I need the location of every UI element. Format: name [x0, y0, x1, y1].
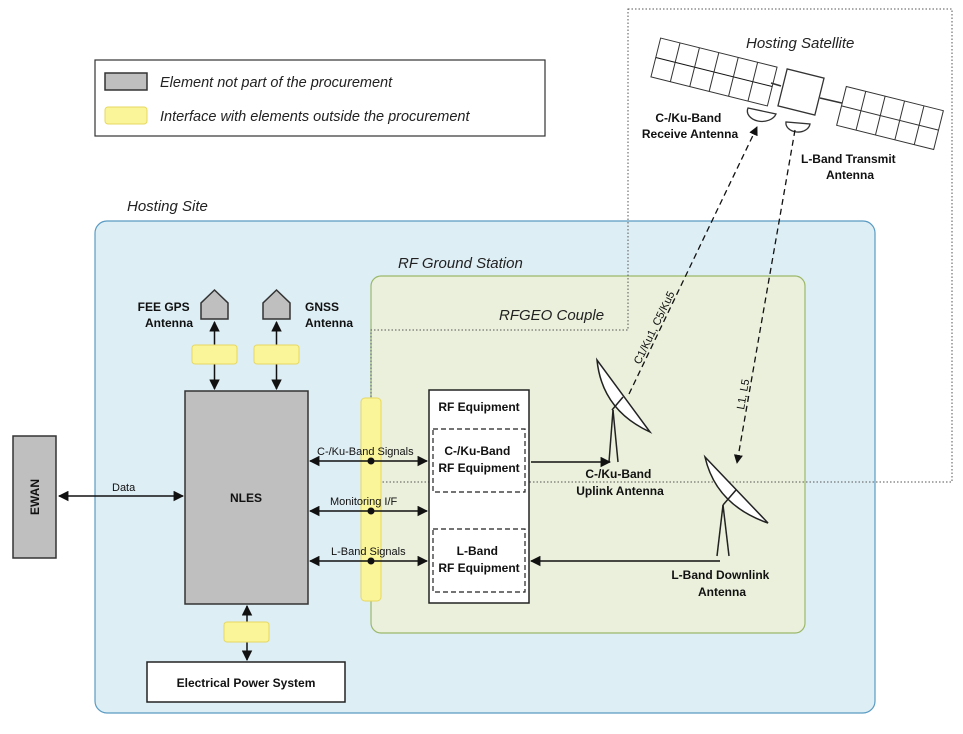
legend-box — [94, 59, 546, 137]
hosting-satellite — [650, 37, 944, 151]
transmit-antenna-label: L-Band Transmit Antenna — [801, 152, 899, 182]
receive-antenna-label: C-/Ku-Band Receive Antenna — [642, 111, 739, 141]
uplink-antenna-icon — [595, 357, 653, 463]
downlink-dashed-link — [733, 129, 796, 464]
cku-rf-equipment-box — [432, 428, 526, 493]
rf-equipment-box — [428, 389, 530, 604]
downlink-channels-label: L1, L5 — [735, 378, 752, 410]
cku-signals-label: C-/Ku-Band Signals — [317, 446, 414, 458]
uplink-antenna-label: C-/Ku-Band Uplink Antenna — [576, 467, 664, 498]
hosting-site-title: Hosting Site — [127, 198, 208, 215]
legend-yellow-swatch — [104, 106, 148, 125]
gnss-antenna-icon — [262, 288, 291, 320]
lband-signals-label: L-Band Signals — [331, 546, 406, 558]
ewan-box — [12, 435, 57, 559]
legend-interface-label: Interface with elements outside the proc… — [160, 109, 470, 125]
fee-gps-antenna-icon — [200, 288, 229, 320]
eps-box — [146, 661, 346, 703]
cku-rf-equipment-label: C-/Ku-Band RF Equipment — [438, 444, 519, 475]
solar-panel-right — [836, 85, 944, 151]
rfgeo-couple-title: RFGEO Couple — [499, 307, 604, 324]
lband-rf-equipment-box — [432, 528, 526, 593]
legend-grey-swatch — [104, 72, 148, 91]
downlink-antenna-label: L-Band Downlink Antenna — [671, 568, 772, 599]
hosting-satellite-title: Hosting Satellite — [746, 35, 854, 52]
monitoring-label: Monitoring I/F — [330, 496, 398, 508]
downlink-antenna-icon — [703, 454, 769, 557]
rf-ground-station-title: RF Ground Station — [398, 255, 523, 272]
fee-gps-label: FEE GPS Antenna — [138, 300, 194, 330]
legend-not-part-label: Element not part of the procurement — [160, 75, 393, 91]
interface-rf-bar — [360, 397, 382, 602]
data-link-label: Data — [112, 482, 136, 494]
solar-panel-left — [650, 37, 778, 107]
transmit-dish-icon — [785, 121, 811, 133]
eps-label: Electrical Power System — [177, 676, 316, 690]
gnss-label: GNSS Antenna — [305, 300, 353, 330]
satellite-bus — [777, 68, 825, 116]
nles-label: NLES — [230, 491, 262, 505]
ewan-label: EWAN — [28, 479, 42, 515]
interface-gnss — [253, 344, 300, 365]
lband-rf-equipment-label: L-Band RF Equipment — [438, 544, 519, 575]
nles-box — [184, 390, 309, 605]
receive-dish-icon — [746, 107, 777, 123]
interface-fee-gps — [191, 344, 238, 365]
interface-eps — [223, 621, 270, 643]
rf-equipment-title: RF Equipment — [438, 400, 519, 414]
